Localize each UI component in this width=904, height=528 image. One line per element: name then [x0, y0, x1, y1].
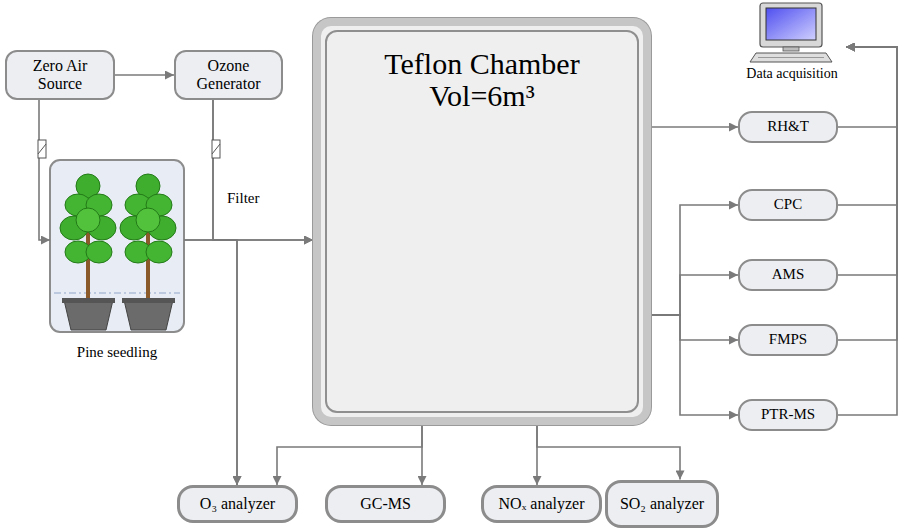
filter-body	[212, 140, 220, 158]
process-box: Zero Air Source	[5, 50, 115, 100]
instrument-box: FMPS	[738, 324, 838, 356]
foliage	[136, 208, 160, 232]
foliage	[86, 194, 112, 216]
analyzer-box: SO₂ analyzer	[605, 480, 719, 528]
analyzer-box: GC-MS	[325, 485, 446, 523]
flow-connector	[838, 47, 897, 415]
computer-icon	[750, 3, 832, 62]
node-text: Data acquisition	[746, 66, 837, 82]
foliage	[60, 216, 88, 240]
node-text: Teflon Chamber Vol=6m³	[366, 48, 598, 111]
foliage	[146, 194, 172, 216]
flow-connector	[115, 74, 174, 76]
node-text: Zero Air Source	[13, 57, 107, 94]
flow-connector	[651, 126, 738, 128]
process-box: Ozone Generator	[174, 50, 283, 100]
foliage	[146, 241, 172, 263]
instrument-box: PTR-MS	[738, 399, 838, 431]
instrument-box: RH&T	[738, 111, 838, 143]
node-text: GC-MS	[360, 495, 411, 513]
node-text: FMPS	[769, 331, 807, 348]
foliage	[76, 174, 100, 198]
node-text: RH&T	[767, 118, 809, 135]
monitor	[760, 3, 822, 47]
screen	[766, 8, 816, 40]
node-text: SO₂ analyzer	[620, 495, 704, 513]
keyboard-keys	[758, 57, 824, 58]
flow-connector	[277, 425, 422, 485]
foliage	[76, 208, 100, 232]
foliage	[148, 216, 176, 240]
trunk	[146, 200, 150, 302]
foliage	[120, 216, 148, 240]
filter-slash	[38, 144, 46, 154]
tree-left	[60, 174, 116, 302]
enclosure-box	[50, 160, 184, 332]
node-text: Ozone Generator	[182, 57, 275, 94]
flow-connector	[838, 47, 897, 275]
foliage	[125, 241, 151, 263]
foliage	[136, 174, 160, 198]
flow-connector	[184, 239, 313, 241]
node-text: O₃ analyzer	[200, 495, 275, 513]
flow-connector	[838, 47, 897, 340]
pot	[64, 300, 113, 330]
flow-connector	[838, 47, 897, 127]
trunk	[86, 200, 90, 302]
keyboard	[750, 53, 832, 62]
foliage	[86, 241, 112, 263]
instrument-box: CPC	[738, 189, 838, 221]
pot-rim	[62, 298, 115, 303]
filter-symbol	[212, 140, 220, 158]
flow-connector	[421, 425, 423, 485]
node-text: PTR-MS	[761, 406, 815, 423]
analyzer-box: NOₓ analyzer	[481, 485, 602, 523]
flow-connector	[213, 100, 313, 240]
foliage	[65, 194, 91, 216]
flow-connector	[39, 100, 50, 240]
tree-right	[120, 174, 176, 302]
flow-connector	[651, 275, 738, 315]
pot-rim	[122, 298, 175, 303]
flow-connector	[651, 205, 738, 315]
node-text: Pine seedling	[77, 344, 157, 361]
foliage	[65, 241, 91, 263]
reaction-chamber: Teflon Chamber Vol=6m³	[313, 18, 651, 425]
flow-connector	[651, 315, 738, 340]
flow-connector	[213, 100, 237, 485]
pot	[124, 300, 173, 330]
instrument-box: AMS	[738, 259, 838, 291]
flow-connector	[838, 47, 897, 205]
node-text: CPC	[774, 196, 802, 213]
node-text: NOₓ analyzer	[499, 495, 585, 513]
flow-connector	[536, 425, 538, 485]
computer-node: Data acquisition	[738, 2, 846, 82]
analyzer-box: O₃ analyzer	[177, 485, 298, 523]
foliage	[88, 216, 116, 240]
filter-symbol	[38, 140, 46, 158]
filter-label: Filter	[227, 190, 260, 207]
flow-connector	[651, 315, 738, 415]
monitor-stand	[783, 47, 799, 51]
flow-connector	[537, 425, 680, 480]
seedling-enclosure	[50, 160, 184, 332]
flow-connector	[184, 240, 237, 485]
soil-line	[54, 292, 180, 293]
filter-body	[38, 140, 46, 158]
filter-slash	[212, 144, 220, 154]
foliage	[125, 194, 151, 216]
plant-enclosure: Pine seedling	[50, 160, 184, 365]
node-text: AMS	[772, 266, 805, 283]
